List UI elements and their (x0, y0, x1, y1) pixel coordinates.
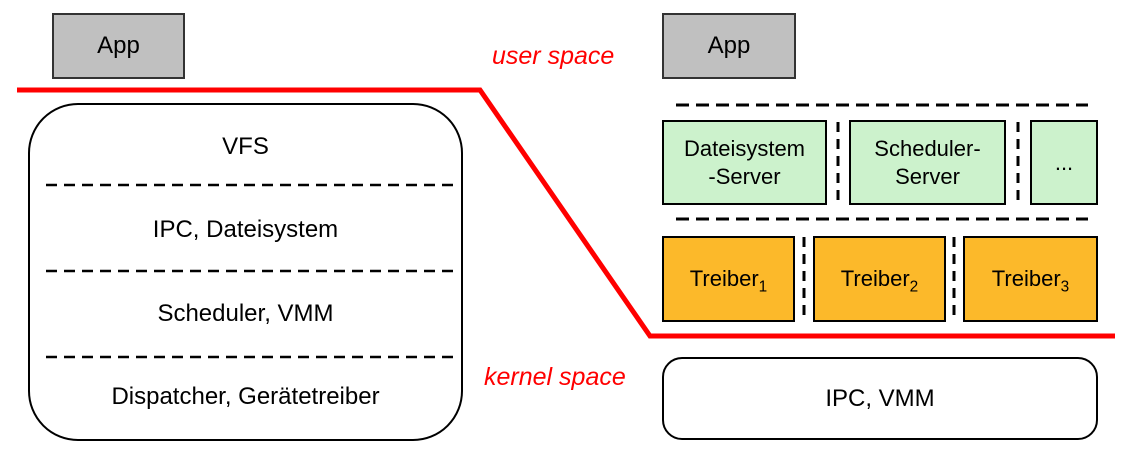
left-app-box: App (52, 13, 185, 79)
microkernel-box: IPC, VMM (662, 357, 1098, 440)
user-space-label: user space (492, 42, 615, 70)
scheduler-server-box: Scheduler- Server (849, 120, 1006, 205)
treiber-3-label: Treiber3 (991, 266, 1070, 296)
dateisystem-server-box: Dateisystem -Server (662, 120, 827, 205)
treiber-1-label: Treiber1 (689, 266, 768, 296)
kernel-layer-scheduler-vmm: Scheduler, VMM (157, 299, 334, 327)
treiber-2-label: Treiber2 (840, 266, 919, 296)
monolithic-kernel-box: VFS IPC, Dateisystem Scheduler, VMM Disp… (28, 103, 463, 441)
more-servers-ellipsis-box: ... (1030, 120, 1098, 205)
treiber-2-box: Treiber2 (813, 236, 946, 322)
right-app-box: App (662, 13, 796, 79)
kernel-layer-dispatcher-geraetetreiber: Dispatcher, Gerätetreiber (111, 383, 380, 411)
kernel-layer-ipc-dateisystem: IPC, Dateisystem (152, 216, 339, 244)
treiber-1-box: Treiber1 (662, 236, 795, 322)
treiber-3-box: Treiber3 (963, 236, 1098, 322)
kernel-space-label: kernel space (484, 363, 626, 391)
kernel-layer-vfs: VFS (222, 132, 269, 160)
